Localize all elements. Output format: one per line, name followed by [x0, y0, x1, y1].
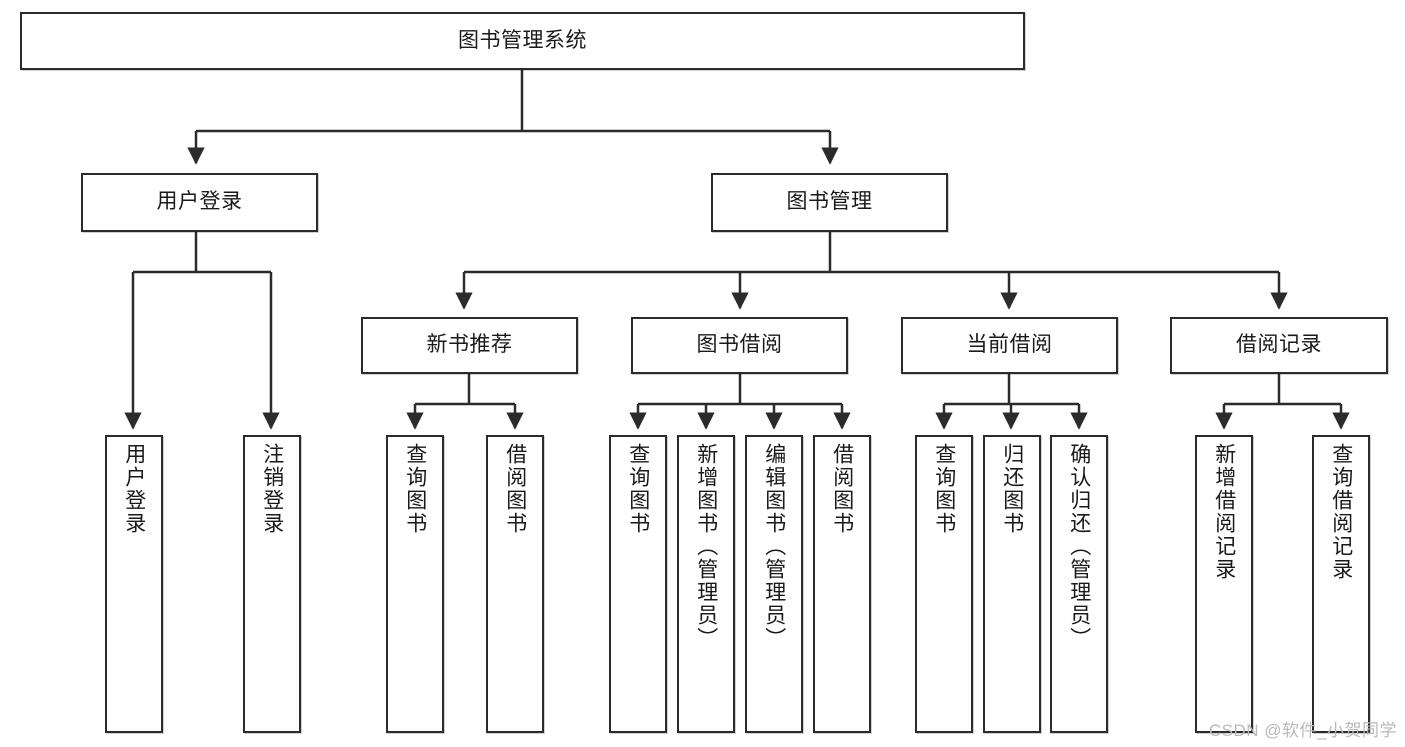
node-leaf-logout-label: 注销登录: [260, 443, 284, 535]
node-leaf-return-book[interactable]: 归还图书: [983, 435, 1041, 733]
node-leaf-return-book-label: 归还图书: [1000, 443, 1024, 535]
node-leaf-add-record[interactable]: 新增借阅记录: [1195, 435, 1253, 733]
node-current[interactable]: 当前借阅: [901, 317, 1118, 374]
node-bookmgr-label: 图书管理: [786, 190, 873, 214]
node-newbook-label: 新书推荐: [426, 333, 513, 357]
node-root-label: 图书管理系统: [458, 28, 587, 52]
node-leaf-borrow-query[interactable]: 查询图书: [609, 435, 667, 733]
node-leaf-add-record-label: 新增借阅记录: [1212, 443, 1236, 581]
node-root[interactable]: 图书管理系统: [20, 12, 1025, 70]
node-leaf-query-record[interactable]: 查询借阅记录: [1312, 435, 1370, 733]
node-leaf-current-query-label: 查询图书: [932, 443, 956, 535]
node-leaf-borrow-query-label: 查询图书: [626, 443, 650, 535]
node-leaf-current-query[interactable]: 查询图书: [915, 435, 973, 733]
node-records[interactable]: 借阅记录: [1170, 317, 1388, 374]
node-newbook[interactable]: 新书推荐: [361, 317, 578, 374]
node-leaf-logout[interactable]: 注销登录: [243, 435, 301, 733]
node-borrow-label: 图书借阅: [696, 333, 783, 357]
node-leaf-newbook-borrow-label: 借阅图书: [503, 443, 527, 535]
node-borrow[interactable]: 图书借阅: [631, 317, 848, 374]
node-leaf-user-login-label: 用户登录: [122, 443, 146, 535]
node-leaf-book-edit-label: 编辑图书（管理员）: [762, 443, 786, 650]
node-leaf-newbook-query-label: 查询图书: [403, 443, 427, 535]
node-records-label: 借阅记录: [1236, 333, 1322, 357]
node-leaf-book-edit[interactable]: 编辑图书（管理员）: [745, 435, 803, 733]
node-leaf-confirm-return-label: 确认归还（管理员）: [1067, 443, 1091, 650]
node-leaf-newbook-borrow[interactable]: 借阅图书: [486, 435, 544, 733]
node-leaf-book-borrow[interactable]: 借阅图书: [813, 435, 871, 733]
node-login[interactable]: 用户登录: [81, 173, 318, 232]
node-leaf-book-add-label: 新增图书（管理员）: [694, 443, 718, 650]
csdn-watermark: CSDN @软件_小贺同学: [1208, 721, 1397, 740]
node-leaf-newbook-query[interactable]: 查询图书: [386, 435, 444, 733]
node-leaf-user-login[interactable]: 用户登录: [105, 435, 163, 733]
node-leaf-confirm-return[interactable]: 确认归还（管理员）: [1050, 435, 1108, 733]
node-leaf-book-borrow-label: 借阅图书: [830, 443, 854, 535]
node-bookmgr[interactable]: 图书管理: [711, 173, 948, 232]
node-current-label: 当前借阅: [966, 333, 1053, 357]
node-leaf-query-record-label: 查询借阅记录: [1329, 443, 1353, 581]
node-leaf-book-add[interactable]: 新增图书（管理员）: [677, 435, 735, 733]
node-login-label: 用户登录: [156, 190, 243, 214]
